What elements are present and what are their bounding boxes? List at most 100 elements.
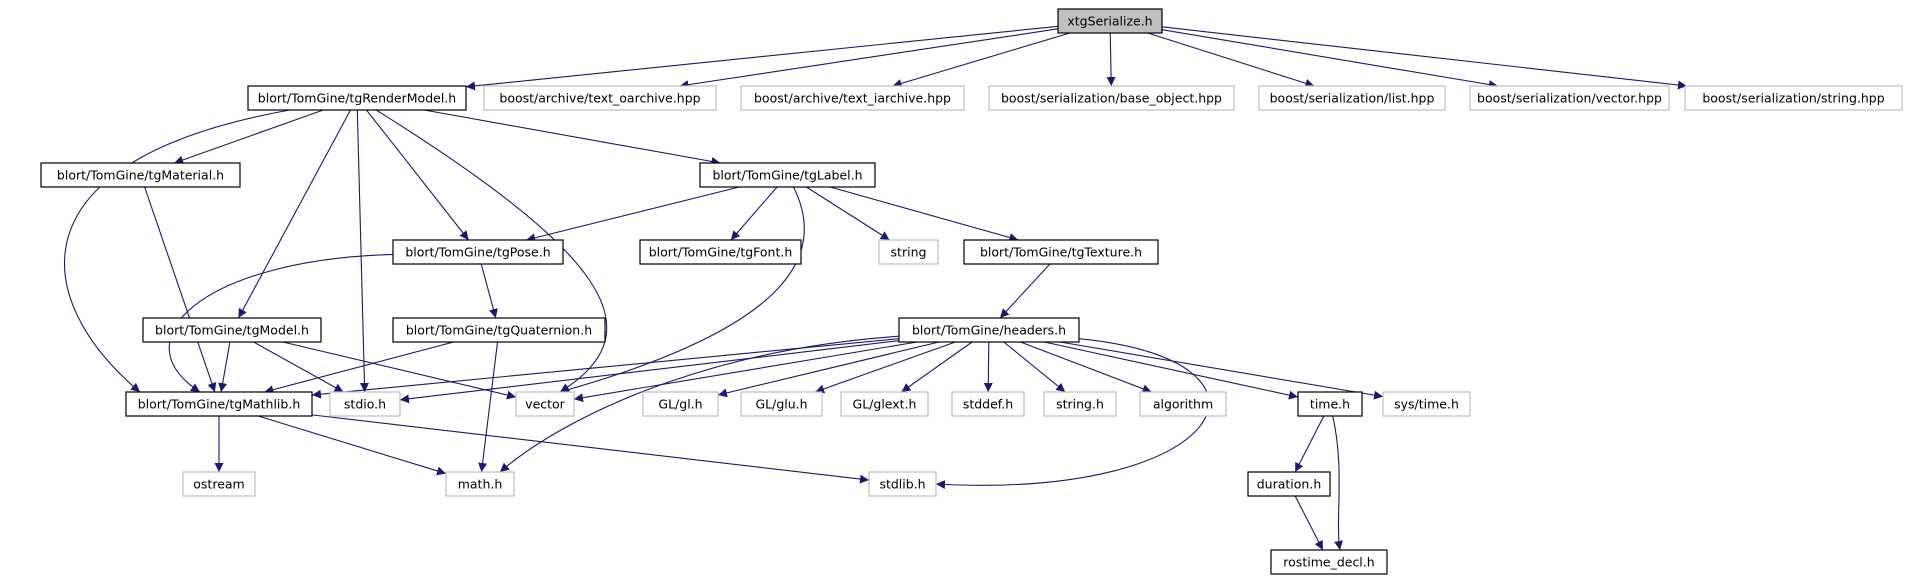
node-string-hpp: boost/serialization/string.hpp bbox=[1684, 85, 1903, 111]
edge-xtgserialize-to-text-oarchive bbox=[679, 28, 1059, 90]
node-label: stddef.h bbox=[963, 397, 1013, 412]
node-glu: GL/glu.h bbox=[740, 391, 823, 417]
node-vector-hpp: boost/serialization/vector.hpp bbox=[1469, 85, 1670, 111]
edge-xtgserialize-to-string-hpp bbox=[1161, 26, 1688, 90]
edge-tgrendermodel-to-tgmathlib bbox=[64, 109, 290, 393]
node-tgmodel[interactable]: blort/TomGine/tgModel.h bbox=[142, 317, 322, 343]
node-box bbox=[1270, 549, 1388, 575]
edge-tgrendermodel-to-stdio bbox=[356, 109, 369, 393]
node-label: stdio.h bbox=[344, 397, 386, 412]
node-box bbox=[247, 85, 467, 111]
node-box bbox=[392, 317, 606, 343]
edge-tgtexture-to-headers bbox=[999, 263, 1051, 319]
node-base-object: boost/serialization/base_object.hpp bbox=[988, 85, 1235, 111]
node-box bbox=[1139, 391, 1227, 417]
edge-tgpose-to-tgquaternion bbox=[480, 263, 498, 319]
edge-time-to-rostime-decl bbox=[1332, 415, 1343, 551]
node-headers[interactable]: blort/TomGine/headers.h bbox=[898, 317, 1080, 343]
node-label: blort/TomGine/headers.h bbox=[912, 323, 1066, 338]
node-box bbox=[515, 391, 575, 417]
node-label: stdlib.h bbox=[879, 477, 925, 492]
node-label: xtgSerialize.h bbox=[1067, 14, 1152, 29]
node-time[interactable]: time.h bbox=[1297, 391, 1363, 417]
node-box bbox=[1043, 391, 1117, 417]
node-box bbox=[1057, 8, 1163, 34]
node-box bbox=[1684, 85, 1903, 111]
edge-tgquaternion-to-tgmathlib bbox=[264, 341, 454, 395]
edge-headers-to-algorithm bbox=[1020, 341, 1152, 393]
node-box bbox=[329, 391, 401, 417]
node-tgtexture[interactable]: blort/TomGine/tgTexture.h bbox=[963, 239, 1159, 265]
node-box bbox=[1258, 85, 1446, 111]
node-xtgserialize[interactable]: xtgSerialize.h bbox=[1057, 8, 1163, 34]
node-box bbox=[445, 471, 515, 497]
node-box bbox=[699, 162, 876, 188]
node-tgmathlib[interactable]: blort/TomGine/tgMathlib.h bbox=[125, 391, 313, 417]
node-stdlib: stdlib.h bbox=[868, 471, 937, 497]
edge-headers-to-gl bbox=[717, 341, 940, 398]
edge-layer bbox=[64, 25, 1688, 551]
node-tgquaternion[interactable]: blort/TomGine/tgQuaternion.h bbox=[392, 317, 606, 343]
node-label: blort/TomGine/tgRenderModel.h bbox=[258, 91, 456, 106]
node-label: string bbox=[891, 245, 927, 260]
node-box bbox=[988, 85, 1235, 111]
node-box bbox=[125, 391, 313, 417]
node-label: blort/TomGine/tgMaterial.h bbox=[57, 168, 224, 183]
node-tgfont[interactable]: blort/TomGine/tgFont.h bbox=[639, 239, 802, 265]
node-algorithm: algorithm bbox=[1139, 391, 1227, 417]
node-label: vector bbox=[525, 397, 566, 412]
node-label: blort/TomGine/tgMathlib.h bbox=[138, 397, 301, 412]
node-tglabel[interactable]: blort/TomGine/tgLabel.h bbox=[699, 162, 876, 188]
node-label: blort/TomGine/tgFont.h bbox=[649, 245, 793, 260]
edge-xtgserialize-to-base-object bbox=[1106, 32, 1116, 87]
edge-tgmodel-to-tgmathlib bbox=[218, 341, 231, 393]
node-label: math.h bbox=[458, 477, 503, 492]
node-glext: GL/glext.h bbox=[840, 391, 929, 417]
edge-headers-to-stddef bbox=[983, 341, 993, 393]
node-label: boost/serialization/base_object.hpp bbox=[1001, 91, 1222, 106]
edge-headers-to-systime bbox=[1059, 341, 1384, 400]
edge-headers-to-time bbox=[1044, 341, 1299, 400]
node-math: math.h bbox=[445, 471, 515, 497]
node-box bbox=[898, 317, 1080, 343]
node-stdio: stdio.h bbox=[329, 391, 401, 417]
node-label: ostream bbox=[193, 477, 244, 492]
node-box bbox=[483, 85, 717, 111]
edge-tgrendermodel-to-tgpose bbox=[365, 109, 470, 241]
node-box bbox=[392, 239, 564, 265]
node-rostime-decl[interactable]: rostime_decl.h bbox=[1270, 549, 1388, 575]
node-box bbox=[951, 391, 1025, 417]
edge-tglabel-to-tgpose bbox=[526, 186, 740, 243]
node-box bbox=[740, 391, 823, 417]
node-label: string.h bbox=[1056, 397, 1104, 412]
node-string: string bbox=[878, 239, 939, 265]
node-label: GL/glu.h bbox=[755, 397, 807, 412]
node-box bbox=[642, 391, 719, 417]
node-tgrendermodel[interactable]: blort/TomGine/tgRenderModel.h bbox=[247, 85, 467, 111]
node-text-oarchive: boost/archive/text_oarchive.hpp bbox=[483, 85, 717, 111]
node-box bbox=[740, 85, 965, 111]
node-tgpose[interactable]: blort/TomGine/tgPose.h bbox=[392, 239, 564, 265]
node-ostream: ostream bbox=[182, 471, 256, 497]
node-box bbox=[840, 391, 929, 417]
edge-tgpose-to-tgmathlib bbox=[168, 253, 394, 393]
node-label: boost/archive/text_oarchive.hpp bbox=[499, 91, 700, 106]
node-box bbox=[868, 471, 937, 497]
edge-headers-to-vector bbox=[573, 341, 918, 403]
node-gl: GL/gl.h bbox=[642, 391, 719, 417]
node-label: blort/TomGine/tgQuaternion.h bbox=[406, 323, 592, 338]
edge-xtgserialize-to-vector-hpp bbox=[1161, 29, 1498, 89]
node-tgmaterial[interactable]: blort/TomGine/tgMaterial.h bbox=[40, 162, 241, 188]
node-label: GL/glext.h bbox=[853, 397, 917, 412]
node-layer: xtgSerialize.h blort/TomGine/tgRenderMode… bbox=[40, 8, 1903, 575]
node-label: boost/serialization/string.hpp bbox=[1702, 91, 1884, 106]
node-string-h: string.h bbox=[1043, 391, 1117, 417]
node-box bbox=[40, 162, 241, 188]
edge-tglabel-to-tgtexture bbox=[829, 186, 1019, 242]
edge-tgrendermodel-to-tglabel bbox=[423, 109, 721, 166]
edge-tgmathlib-to-math bbox=[257, 415, 447, 476]
edge-headers-to-glu bbox=[814, 341, 956, 394]
node-box bbox=[182, 471, 256, 497]
node-duration[interactable]: duration.h bbox=[1247, 471, 1331, 497]
